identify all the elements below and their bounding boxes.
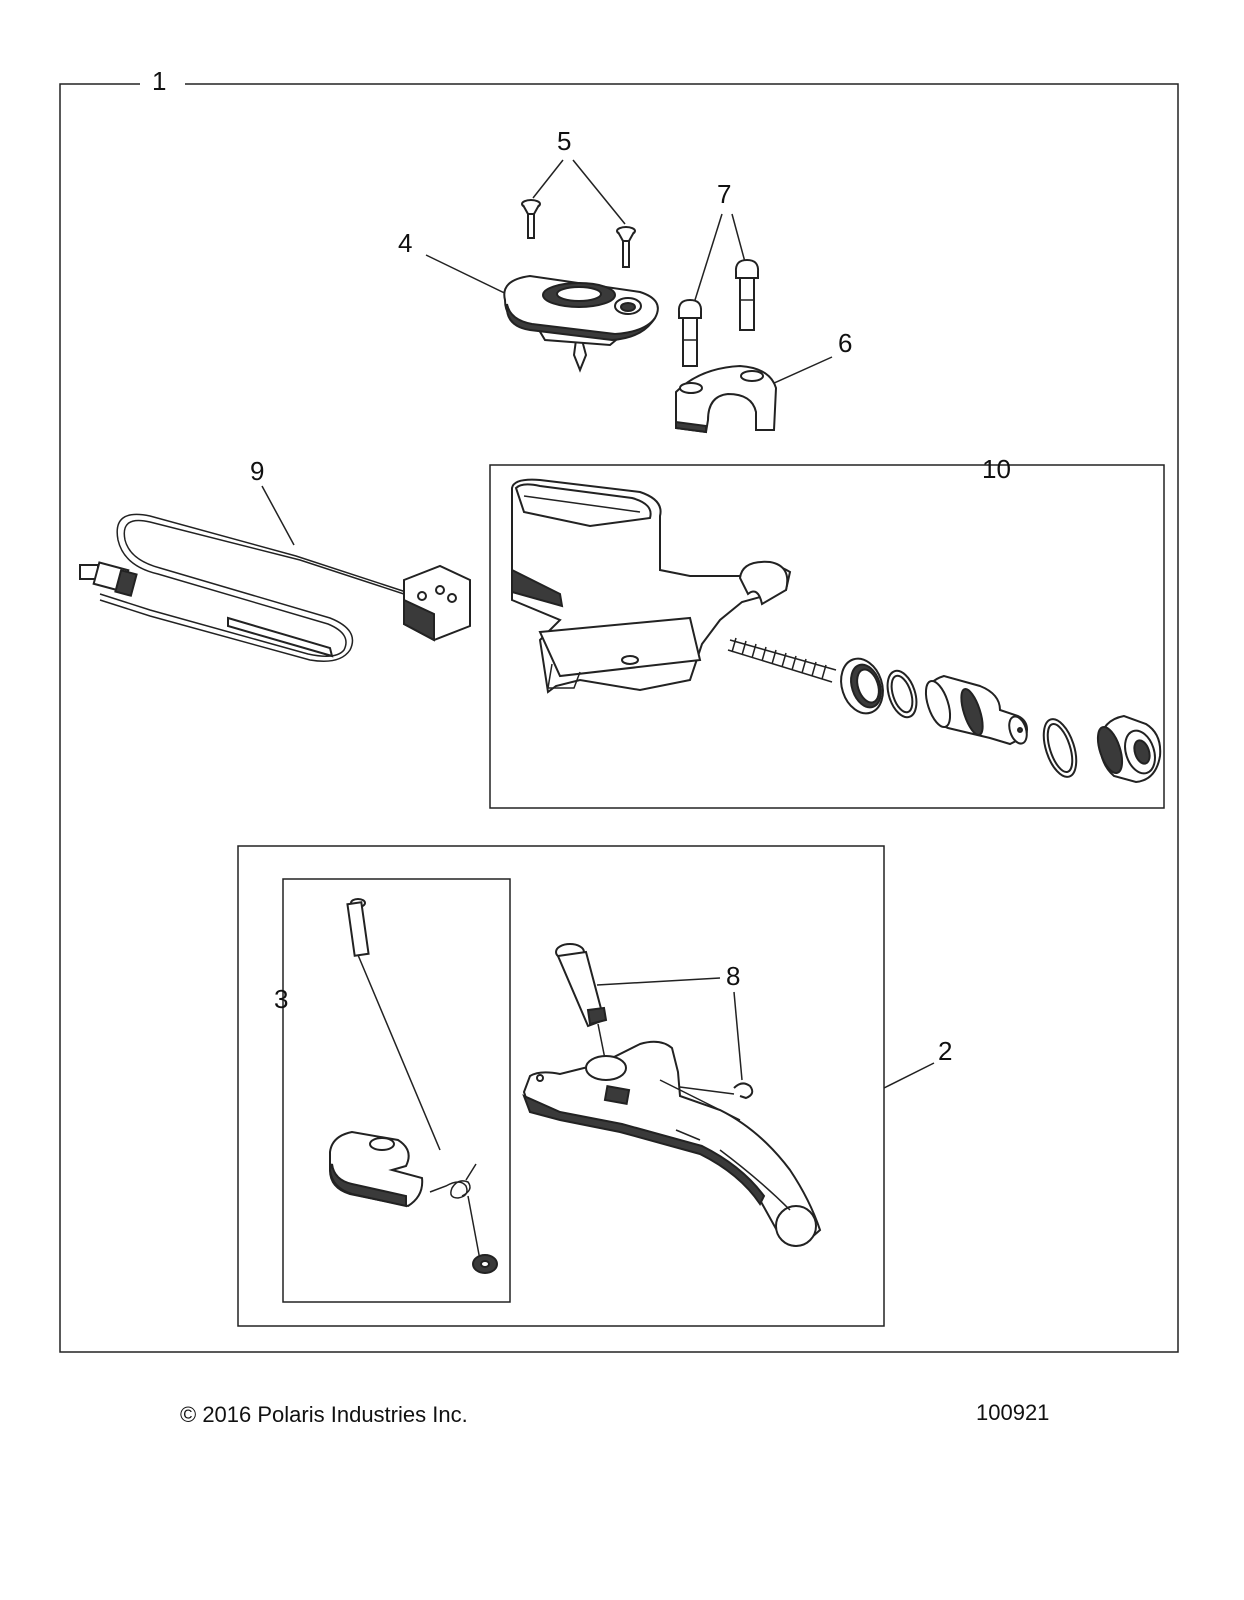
piston (924, 674, 1028, 746)
lever-pin-8 (555, 943, 608, 1065)
screw-5b (616, 226, 636, 268)
primary-cup-seal (840, 657, 884, 715)
leader-8b (733, 991, 743, 1081)
copyright-notice: © 2016 Polaris Industries Inc. (180, 1402, 468, 1427)
callout-2: 2 (938, 1036, 952, 1066)
callout-3: 3 (274, 984, 288, 1014)
cover-3 (328, 1130, 424, 1208)
leader-5b (572, 159, 626, 225)
callout-7: 7 (717, 179, 731, 209)
callout-4: 4 (398, 228, 412, 258)
callout-9: 9 (250, 456, 264, 486)
leader-2 (883, 1062, 935, 1089)
master-cylinder-body-10 (511, 478, 792, 694)
leader-6 (771, 356, 833, 385)
subassembly-frame-2 (237, 845, 885, 1327)
reservoir-cap-4 (503, 274, 659, 373)
clamp-6 (675, 364, 778, 434)
retaining-clip-8 (733, 1082, 754, 1100)
brake-lever-2 (522, 1040, 822, 1247)
callout-8: 8 (726, 961, 740, 991)
torsion-spring-3 (429, 1163, 481, 1261)
callout-10: 10 (982, 454, 1011, 484)
switch-body (403, 564, 471, 642)
leader-clip (671, 1085, 735, 1095)
leader-7b (731, 213, 746, 263)
switch-harness-9 (79, 513, 471, 662)
callout-6: 6 (838, 328, 852, 358)
washer-3 (472, 1254, 498, 1274)
subassembly-frame-10 (489, 464, 1165, 809)
leader-9 (261, 485, 295, 546)
assembly-frame (59, 83, 1179, 1353)
subassembly-frame-3 (282, 878, 511, 1303)
screw-5a (521, 199, 541, 239)
return-spring (727, 637, 837, 683)
pivot-pin-3 (346, 898, 441, 1151)
dust-boot (1096, 714, 1162, 784)
o-ring-large (1042, 718, 1078, 778)
o-ring-small (886, 669, 918, 719)
callout-1: 1 (152, 66, 166, 96)
callout-5: 5 (557, 126, 571, 156)
harness-connector (79, 561, 138, 597)
bolt-7a (677, 298, 703, 367)
leader-5a (532, 159, 564, 199)
bolt-7b (734, 258, 760, 331)
leader-8a (596, 977, 721, 986)
leader-7a (694, 213, 723, 301)
diagram-id: 100921 (976, 1400, 1050, 1425)
